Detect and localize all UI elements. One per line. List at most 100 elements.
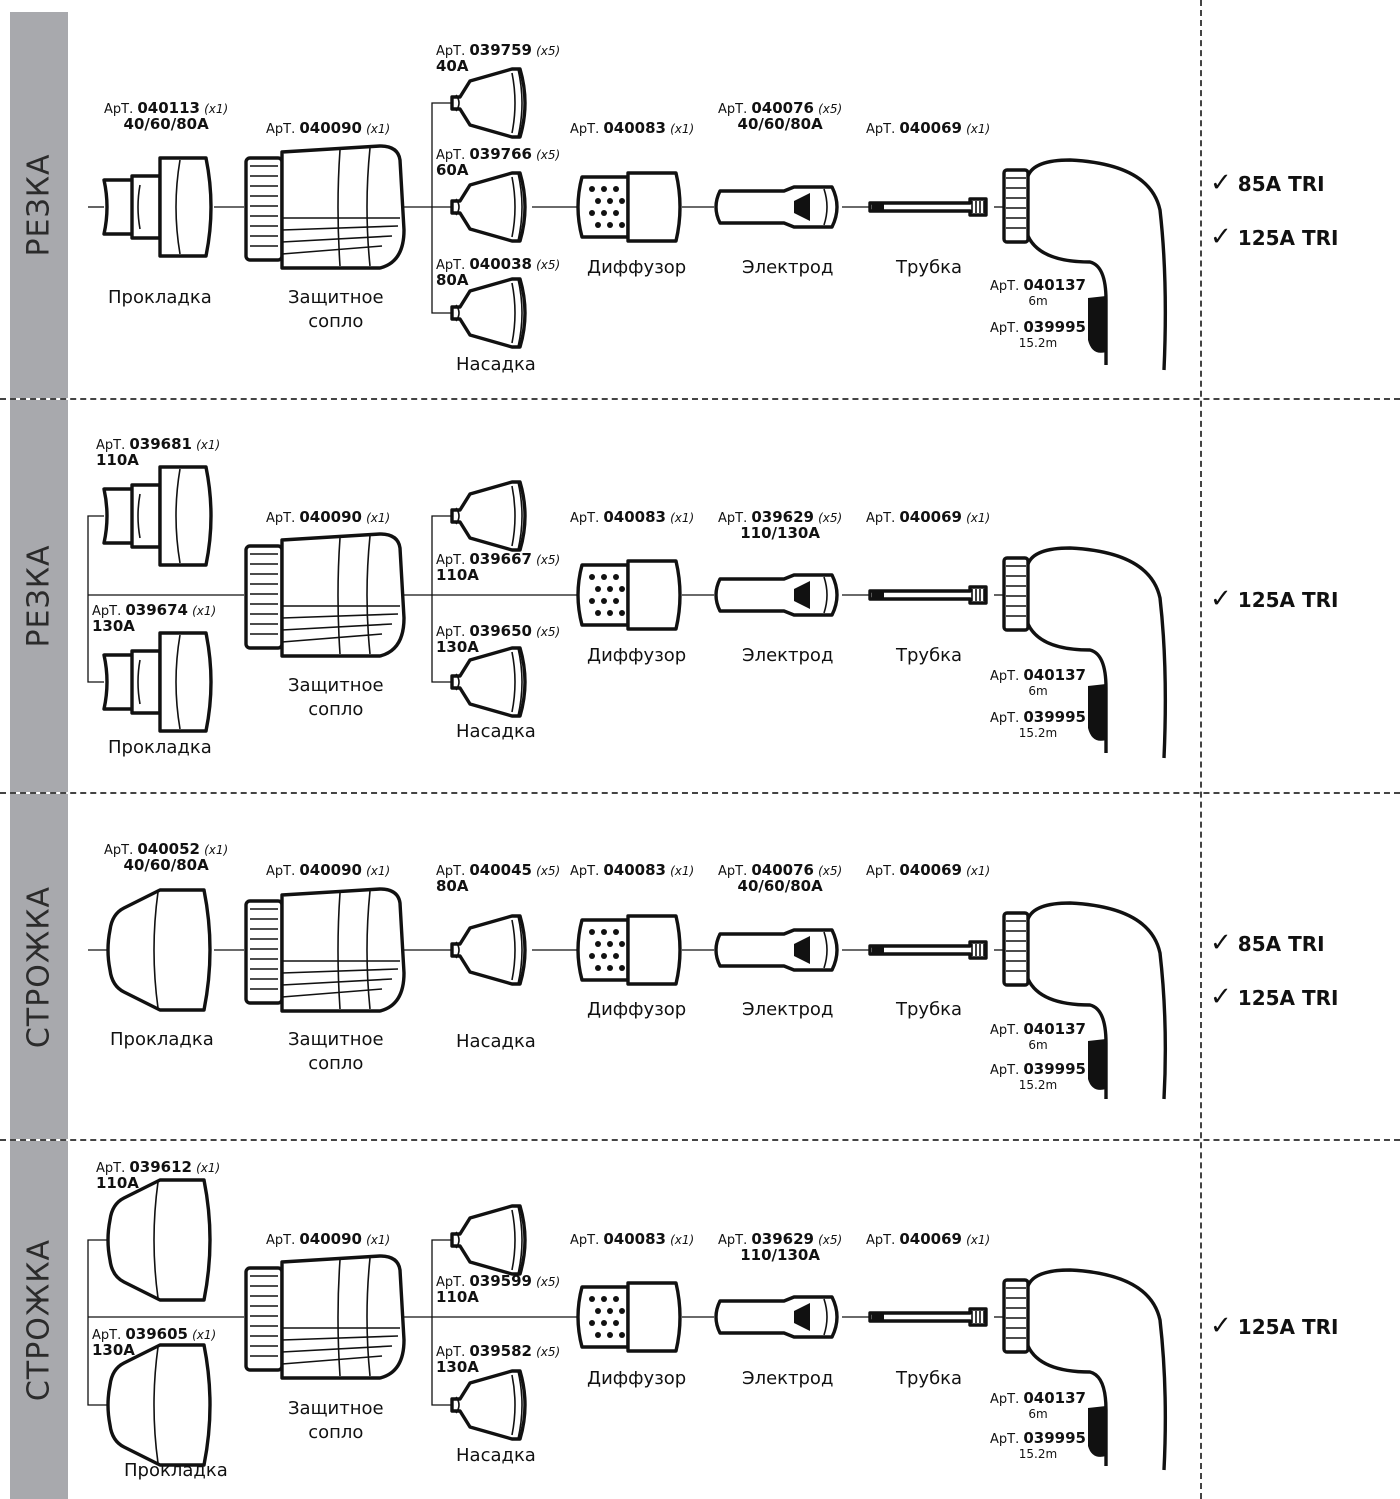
gasket-article: АрТ. 039674 (x1) 130A: [92, 603, 216, 634]
shield-article: АрТ. 040090 (x1): [266, 510, 390, 526]
nozzle-article: АрТ. 039766 (x5) 60A: [436, 147, 560, 178]
nozzle-part: [452, 1371, 525, 1439]
gasket-article: АрТ. 040113 (x1) 40/60/80A: [104, 101, 228, 132]
tube-article: АрТ. 040069 (x1): [866, 510, 990, 526]
tube-name: Трубка: [896, 256, 962, 280]
checkmark-icon: ✓: [1210, 982, 1232, 1012]
shield-article: АрТ. 040090 (x1): [266, 1232, 390, 1248]
tube-part: [870, 587, 986, 603]
compat-item: ✓85A TRI: [1210, 928, 1325, 958]
tube-part: [870, 199, 986, 215]
diffuser-part: [578, 561, 680, 629]
section-gouging-1: СТРОЖКА: [0, 794, 1400, 1139]
electrode-name: Электрод: [742, 644, 833, 668]
tube-part: [870, 942, 986, 958]
nozzle-part: [452, 1206, 525, 1274]
electrode-name: Электрод: [742, 998, 833, 1022]
checkmark-icon: ✓: [1210, 928, 1232, 958]
gasket-name: Прокладка: [108, 286, 212, 310]
gasket-article: АрТ. 039681 (x1) 110A: [96, 437, 220, 468]
nozzle-part: [452, 69, 525, 137]
gasket-part: [104, 158, 211, 256]
nozzle-article: АрТ. 039582 (x5) 130A: [436, 1344, 560, 1375]
diffuser-part: [578, 1283, 680, 1351]
tube-part: [870, 1309, 986, 1325]
nozzle-name: Насадка: [456, 1444, 536, 1468]
nozzle-part: [452, 173, 525, 241]
nozzle-article: АрТ. 039650 (x5) 130A: [436, 624, 560, 655]
electrode-part: [716, 1297, 837, 1337]
compat-column-divider: [1200, 0, 1202, 1499]
diffuser-article: АрТ. 040083 (x1): [570, 863, 694, 879]
nozzle-article: АрТ. 039599 (x5) 110A: [436, 1274, 560, 1305]
nozzle-name: Насадка: [456, 1030, 536, 1054]
tube-name: Трубка: [896, 998, 962, 1022]
electrode-article: АрТ. 039629 (x5) 110/130A: [718, 1232, 842, 1263]
gasket-article: АрТ. 040052 (x1) 40/60/80A: [104, 842, 228, 873]
nozzle-name: Насадка: [456, 353, 536, 377]
gasket-name: Прокладка: [124, 1459, 228, 1483]
tube-name: Трубка: [896, 1367, 962, 1391]
shield-cap-part: [246, 146, 404, 268]
section-cutting-2: РЕЗКА: [0, 400, 1400, 792]
tube-article: АрТ. 040069 (x1): [866, 121, 990, 137]
gasket-part: [108, 1180, 210, 1300]
diffuser-article: АрТ. 040083 (x1): [570, 121, 694, 137]
diffuser-name: Диффузор: [587, 998, 686, 1022]
nozzle-article: АрТ. 040038 (x5) 80A: [436, 257, 560, 288]
diffuser-part: [578, 173, 680, 241]
tube-name: Трубка: [896, 644, 962, 668]
diffuser-name: Диффузор: [587, 644, 686, 668]
electrode-article: АрТ. 039629 (x5) 110/130A: [718, 510, 842, 541]
nozzle-part: [452, 648, 525, 716]
checkmark-icon: ✓: [1210, 222, 1232, 252]
checkmark-icon: ✓: [1210, 1311, 1232, 1341]
compat-item: ✓125A TRI: [1210, 222, 1338, 252]
section-gouging-2: СТРОЖКА: [0, 1141, 1400, 1499]
shield-cap-part: [246, 1256, 404, 1378]
electrode-article: АрТ. 040076 (x5) 40/60/80A: [718, 101, 842, 132]
checkmark-icon: ✓: [1210, 584, 1232, 614]
nozzle-article: АрТ. 039667 (x5) 110A: [436, 552, 560, 583]
diffuser-part: [578, 916, 680, 984]
diffuser-article: АрТ. 040083 (x1): [570, 1232, 694, 1248]
nozzle-article: АрТ. 039759 (x5) 40A: [436, 43, 560, 74]
shield-cap-part: [246, 534, 404, 656]
compat-item: ✓125A TRI: [1210, 584, 1338, 614]
compat-item: ✓125A TRI: [1210, 1311, 1338, 1341]
nozzle-article: АрТ. 040045 (x5) 80A: [436, 863, 560, 894]
compat-item: ✓125A TRI: [1210, 982, 1338, 1012]
electrode-name: Электрод: [742, 1367, 833, 1391]
gasket-article: АрТ. 039605 (x1) 130A: [92, 1327, 216, 1358]
gasket-name: Прокладка: [108, 736, 212, 760]
tube-article: АрТ. 040069 (x1): [866, 1232, 990, 1248]
gasket-name: Прокладка: [110, 1028, 214, 1052]
electrode-article: АрТ. 040076 (x5) 40/60/80A: [718, 863, 842, 894]
electrode-part: [716, 187, 837, 227]
electrode-name: Электрод: [742, 256, 833, 280]
gasket-part: [108, 890, 210, 1010]
tube-article: АрТ. 040069 (x1): [866, 863, 990, 879]
electrode-part: [716, 575, 837, 615]
diffuser-article: АрТ. 040083 (x1): [570, 510, 694, 526]
gasket-part: [104, 633, 211, 731]
section-cutting-1: РЕЗКА: [0, 0, 1400, 398]
nozzle-name: Насадка: [456, 720, 536, 744]
shield-article: АрТ. 040090 (x1): [266, 863, 390, 879]
electrode-part: [716, 930, 837, 970]
nozzle-part: [452, 916, 525, 984]
shield-cap-part: [246, 889, 404, 1011]
diffuser-name: Диффузор: [587, 1367, 686, 1391]
shield-article: АрТ. 040090 (x1): [266, 121, 390, 137]
gasket-part: [108, 1345, 210, 1465]
